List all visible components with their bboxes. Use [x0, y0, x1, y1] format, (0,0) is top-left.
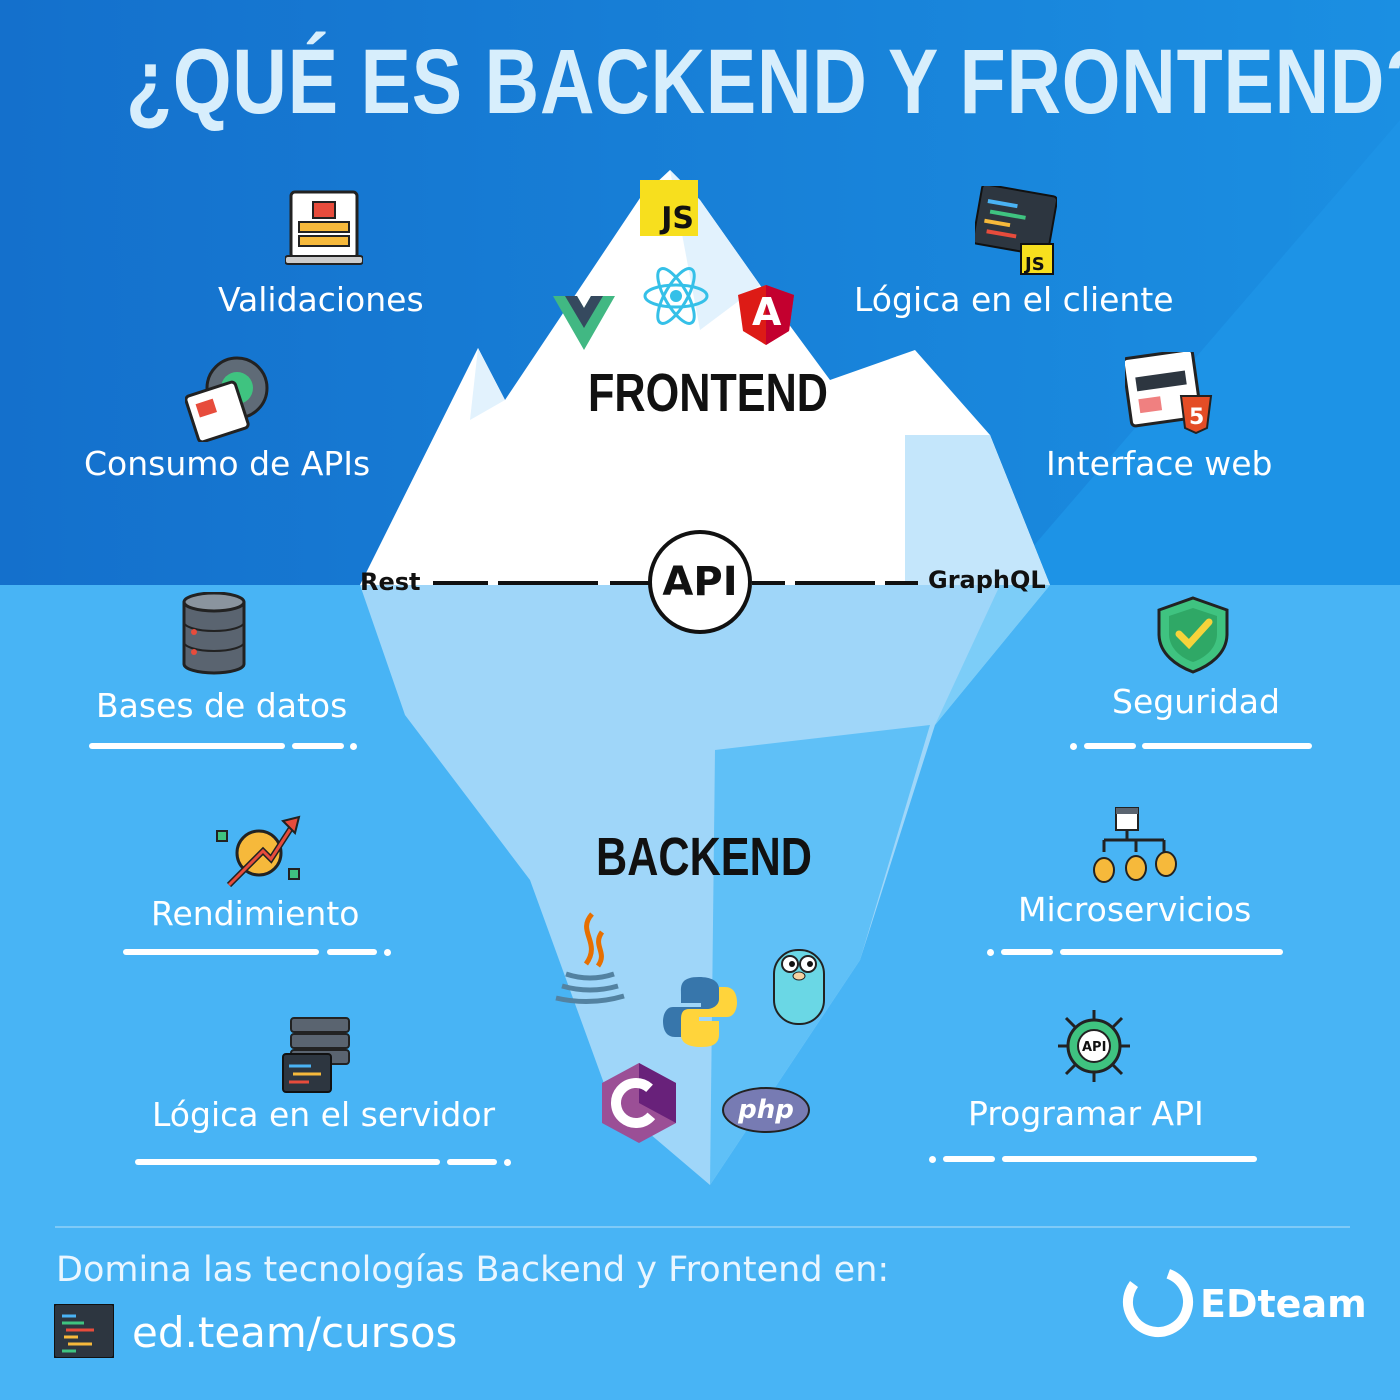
edteam-logo-icon: [1123, 1267, 1193, 1337]
decorative-bar: [1060, 949, 1283, 955]
graphql-label: GraphQL: [928, 566, 1046, 594]
database-icon: [182, 592, 246, 675]
php-icon: php: [722, 1087, 810, 1133]
decorative-bar: [1142, 743, 1312, 749]
svg-text:JS: JS: [1023, 254, 1045, 275]
decorative-bar: [89, 743, 285, 749]
edteam-logo-text: EDteam: [1200, 1282, 1367, 1326]
decorative-bar: [327, 949, 377, 955]
decorative-dot: [929, 1156, 936, 1163]
php-text: php: [738, 1095, 794, 1125]
footer-link[interactable]: ed.team/cursos: [132, 1308, 458, 1357]
decorative-dot: [504, 1159, 511, 1166]
item-bases-datos: Bases de datos: [96, 686, 348, 725]
iceberg-top-facet: [905, 435, 1050, 585]
svg-text:API: API: [1082, 1040, 1106, 1055]
secure-form-icon: [285, 190, 363, 265]
decorative-bar: [135, 1159, 440, 1165]
python-icon: [663, 977, 737, 1047]
iceberg-under-facet2: [935, 585, 1050, 725]
decorative-bar: [1084, 743, 1136, 749]
page-title: ¿QUÉ ES BACKEND Y FRONTEND?: [126, 31, 1400, 133]
api-circle: API: [648, 530, 752, 634]
html5-window-icon: 5: [1125, 352, 1213, 434]
item-programar-api: Programar API: [968, 1094, 1204, 1133]
java-icon: [555, 912, 625, 1005]
item-logica-servidor: Lógica en el servidor: [152, 1095, 496, 1134]
decorative-bar: [1002, 1156, 1257, 1162]
js-code-icon: JS: [975, 186, 1057, 275]
performance-icon: [216, 815, 301, 887]
server-code-icon: [282, 1017, 350, 1093]
decorative-dot: [987, 949, 994, 956]
api-chip-icon: API: [1058, 1010, 1130, 1082]
shield-check-icon: [1157, 596, 1229, 674]
iceberg-top-facet3: [470, 348, 505, 420]
decorative-dot: [384, 949, 391, 956]
microservices-icon: [1093, 807, 1177, 883]
frontend-label: FRONTEND: [588, 363, 828, 423]
backend-label: BACKEND: [596, 827, 812, 887]
sky-facet: [1000, 120, 1400, 585]
code-editor-icon: [54, 1304, 114, 1358]
item-validaciones: Validaciones: [218, 280, 424, 319]
decorative-dot: [350, 743, 357, 750]
decorative-bar: [123, 949, 319, 955]
javascript-icon: JS: [640, 180, 698, 236]
api-gear-icon: [185, 356, 269, 442]
csharp-icon: [602, 1063, 676, 1143]
rest-label: Rest: [360, 568, 421, 596]
item-rendimiento: Rendimiento: [151, 894, 360, 933]
vue-icon: [553, 296, 615, 350]
go-gopher-icon: [773, 949, 825, 1025]
decorative-bar: [292, 743, 344, 749]
angular-icon: [738, 285, 794, 345]
decorative-dot: [1070, 743, 1077, 750]
angular-letter: A: [752, 290, 782, 334]
svg-text:5: 5: [1189, 405, 1204, 430]
react-icon: [643, 267, 709, 325]
item-microservicios: Microservicios: [1018, 890, 1252, 929]
item-seguridad: Seguridad: [1112, 682, 1280, 721]
api-label: API: [662, 559, 738, 605]
decorative-bar: [1001, 949, 1053, 955]
iceberg-under-facet: [710, 725, 930, 1185]
decorative-bar: [943, 1156, 995, 1162]
footer-text: Domina las tecnologías Backend y Fronten…: [56, 1250, 890, 1290]
item-logica-cliente: Lógica en el cliente: [854, 280, 1174, 319]
decorative-bar: [447, 1159, 497, 1165]
iceberg-top: [360, 170, 1050, 585]
item-consumo-apis: Consumo de APIs: [84, 444, 371, 483]
item-interface-web: Interface web: [1046, 444, 1273, 483]
